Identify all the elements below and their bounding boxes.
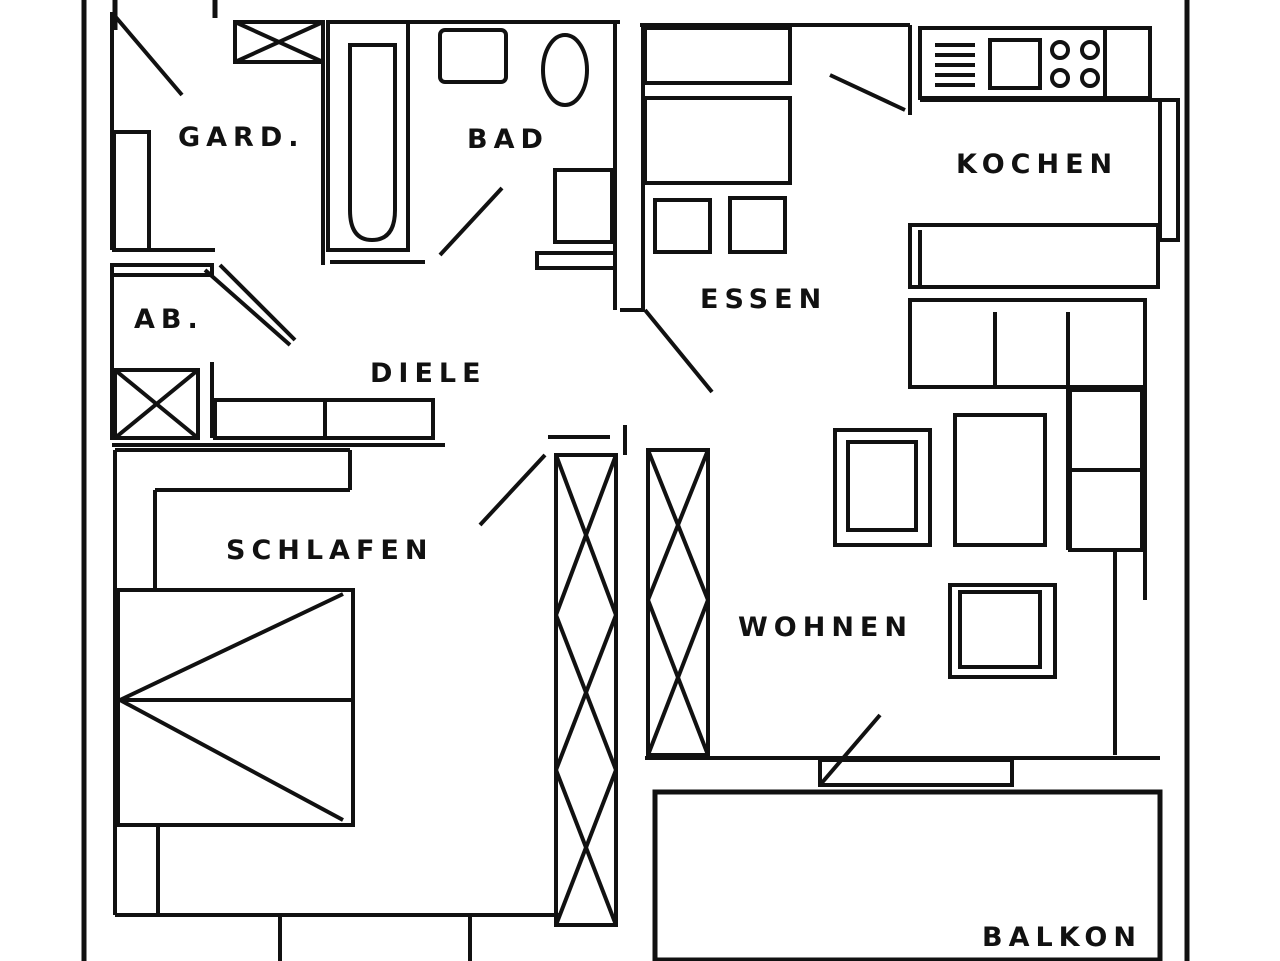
dining-and-kitchen	[640, 23, 1180, 310]
wardrobes	[478, 425, 710, 927]
room-label-diele: DIELE	[370, 358, 487, 389]
room-label-bad: BAD	[467, 124, 549, 155]
balcony	[652, 789, 1163, 961]
room-label-wohnen: WOHNEN	[738, 612, 913, 643]
room-label-essen: ESSEN	[700, 284, 828, 315]
room-label-balkon: BALKON	[982, 922, 1142, 953]
bedroom	[113, 448, 560, 961]
bathroom	[326, 20, 620, 310]
room-label-schlafen: SCHLAFEN	[226, 535, 434, 566]
room-label-ab: AB.	[134, 304, 204, 335]
room-label-gard: GARD.	[178, 122, 305, 153]
room-label-kochen: KOCHEN	[956, 149, 1119, 180]
garderobe-room	[110, 12, 325, 265]
storage-and-hall	[110, 263, 714, 447]
living-room	[645, 298, 1160, 787]
